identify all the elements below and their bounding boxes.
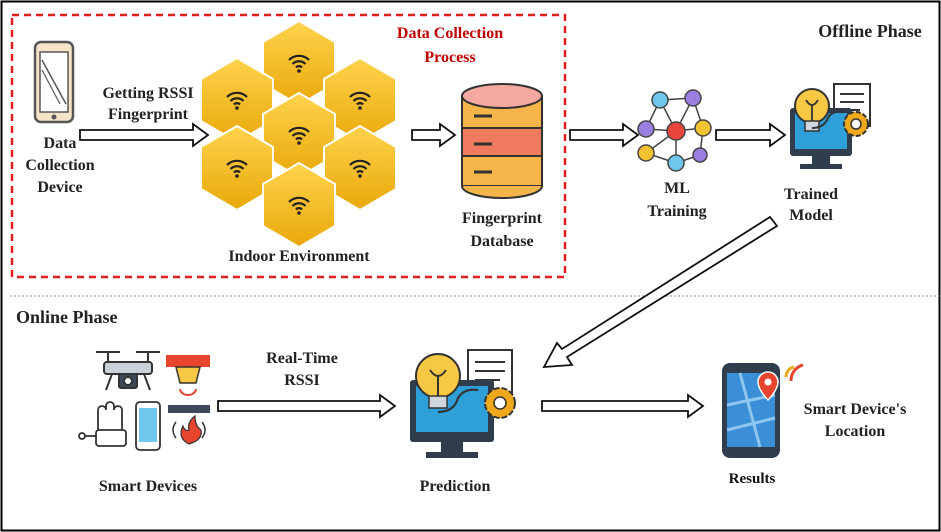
database-icon xyxy=(461,83,543,199)
database-label-2: Database xyxy=(470,233,533,250)
offline-phase-title: Offline Phase xyxy=(818,21,922,41)
indoor-environment-hexagons xyxy=(200,19,397,249)
arrow-devices-to-prediction xyxy=(217,393,397,419)
smartphone-icon xyxy=(33,40,75,124)
location-label-1: Smart Device's xyxy=(804,401,907,418)
database-label-1: Fingerprint xyxy=(462,210,543,227)
smart-devices-icons xyxy=(78,351,210,451)
ml-label-2: Training xyxy=(647,203,706,220)
arrow-device-to-environment xyxy=(79,122,210,148)
arrow-environment-to-database xyxy=(411,122,457,148)
smartwatch-icon xyxy=(78,401,127,447)
device-label-3: Device xyxy=(37,179,82,196)
smart-bulb-icon xyxy=(166,355,210,396)
device-label-2: Collection xyxy=(25,157,94,174)
arrow-ml-to-model xyxy=(715,122,787,148)
arrow-prediction-to-results xyxy=(541,393,705,419)
drone-icon xyxy=(96,351,160,391)
prediction-label: Prediction xyxy=(420,478,491,495)
process-title-line2: Process xyxy=(424,49,475,66)
rssi-label-2: Fingerprint xyxy=(108,106,189,123)
smart-devices-label: Smart Devices xyxy=(99,478,197,495)
rssi-label-1: Getting RSSI xyxy=(102,85,193,102)
data-collection-process-box xyxy=(10,13,567,279)
environment-label: Indoor Environment xyxy=(228,248,370,265)
arrow-database-to-ml xyxy=(569,122,640,148)
phone-small-icon xyxy=(135,401,161,451)
results-label: Results xyxy=(729,471,776,487)
ml-label-1: ML xyxy=(664,180,690,197)
ai-monitor-icon xyxy=(790,83,871,169)
neural-network-icon xyxy=(637,89,712,172)
arrow-model-to-prediction xyxy=(542,215,779,369)
online-phase-title: Online Phase xyxy=(16,307,118,327)
model-label-2: Model xyxy=(789,207,833,224)
process-title-line1: Data Collection xyxy=(397,25,503,42)
realtime-label-2: RSSI xyxy=(284,372,320,389)
prediction-ai-monitor-icon xyxy=(410,349,516,458)
device-label-1: Data xyxy=(44,135,77,152)
location-label-2: Location xyxy=(825,423,886,440)
realtime-label-1: Real-Time xyxy=(266,350,338,367)
model-label-1: Trained xyxy=(784,186,838,203)
fire-alarm-icon xyxy=(168,405,210,445)
location-pin-icon xyxy=(722,363,804,458)
